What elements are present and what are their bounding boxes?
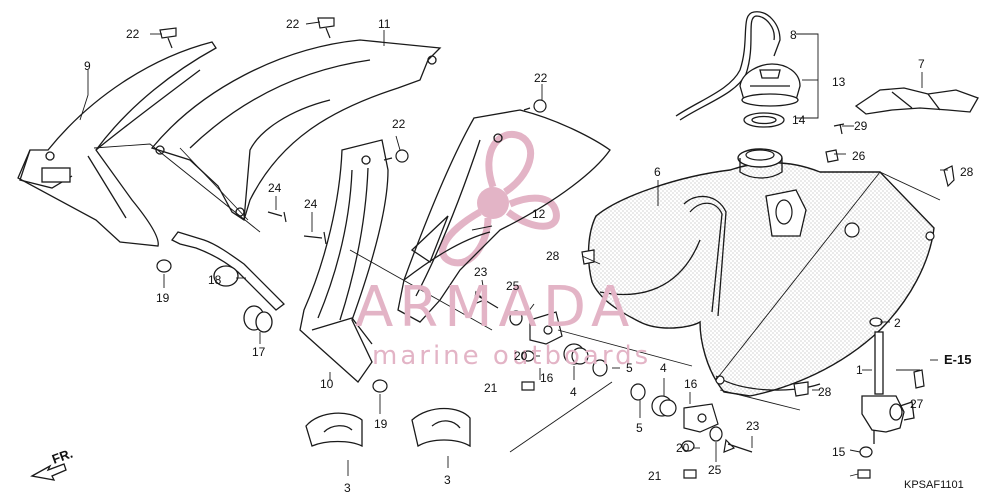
callout-13[interactable]: 13	[832, 75, 846, 89]
callout-22[interactable]: 22	[392, 117, 406, 131]
callout-20[interactable]: 20	[514, 349, 528, 363]
callout-20[interactable]: 20	[676, 441, 690, 455]
part-3-rubber-cushion-b[interactable]	[411, 407, 471, 448]
diagram-code: KPSAF1101	[904, 479, 964, 491]
callout-28[interactable]: 28	[546, 249, 560, 263]
front-direction-arrow: FR.	[30, 446, 75, 481]
callout-16[interactable]: 16	[684, 377, 698, 391]
leader-lines	[79, 21, 948, 479]
front-marker-label: FR.	[50, 446, 75, 467]
part-10-side-panel[interactable]	[299, 139, 389, 383]
part-12-shroud-inner[interactable]	[397, 109, 611, 323]
callout-23[interactable]: 23	[746, 419, 760, 433]
part-6-fuel-tank[interactable]	[587, 148, 935, 397]
callout-4[interactable]: 4	[570, 385, 577, 399]
callout-3[interactable]: 3	[344, 481, 351, 495]
callout-11[interactable]: 11	[378, 17, 391, 31]
callout-24[interactable]: 24	[268, 181, 282, 195]
fastener-small-parts[interactable]	[156, 17, 955, 479]
watermark-brand: ARMADA	[355, 275, 635, 340]
armada-propeller-logo	[439, 130, 560, 267]
callout-5[interactable]: 5	[626, 361, 633, 375]
callout-28[interactable]: 28	[960, 165, 974, 179]
callout-17[interactable]: 17	[252, 345, 266, 359]
callout-16[interactable]: 16	[540, 371, 554, 385]
callout-14[interactable]: 14	[792, 113, 806, 127]
part-3-rubber-cushion-a[interactable]	[305, 412, 363, 448]
callout-2[interactable]: 2	[894, 316, 901, 330]
callout-labels: 1 2 3 3 4 4 5 5 6 7 8 9 10 11 12 13 14 1…	[84, 17, 974, 495]
callout-21[interactable]: 21	[484, 381, 498, 395]
callout-1[interactable]: 1	[856, 363, 863, 377]
callout-26[interactable]: 26	[852, 149, 866, 163]
callout-21[interactable]: 21	[648, 469, 662, 483]
callout-25[interactable]: 25	[708, 463, 722, 477]
part-8-breather-tube[interactable]	[675, 11, 781, 121]
callout-18[interactable]: 18	[208, 273, 222, 287]
callout-8[interactable]: 8	[790, 28, 797, 42]
callout-29[interactable]: 29	[854, 119, 868, 133]
part-17-grommet[interactable]	[243, 305, 273, 333]
callout-6[interactable]: 6	[654, 165, 661, 179]
part-7-fuel-tank-strap[interactable]	[854, 87, 979, 115]
callout-4[interactable]: 4	[660, 361, 667, 375]
callout-3[interactable]: 3	[444, 473, 451, 487]
part-9-left-shroud[interactable]	[17, 41, 217, 247]
callout-27[interactable]: 27	[910, 397, 924, 411]
callout-23[interactable]: 23	[474, 265, 488, 279]
part-1-fuel-valve[interactable]	[861, 331, 915, 444]
callout-24[interactable]: 24	[304, 197, 318, 211]
callout-5[interactable]: 5	[636, 421, 643, 435]
callout-22[interactable]: 22	[126, 27, 140, 41]
callout-10[interactable]: 10	[320, 377, 334, 391]
callout-22[interactable]: 22	[534, 71, 548, 85]
callout-12[interactable]: 12	[532, 207, 546, 221]
callout-28[interactable]: 28	[818, 385, 832, 399]
part-18-tube[interactable]	[171, 231, 285, 311]
callout-15[interactable]: 15	[832, 445, 846, 459]
reference-link-e15[interactable]: E-15	[944, 352, 971, 367]
callout-7[interactable]: 7	[918, 57, 925, 71]
watermark-tagline: marine outboards	[372, 341, 651, 371]
callout-22[interactable]: 22	[286, 17, 300, 31]
part-13-fuel-cap[interactable]	[739, 63, 801, 107]
callout-9[interactable]: 9	[84, 59, 91, 73]
callout-19[interactable]: 19	[156, 291, 170, 305]
callout-19[interactable]: 19	[374, 417, 388, 431]
callout-25[interactable]: 25	[506, 279, 520, 293]
part-14-cap-gasket[interactable]	[743, 112, 785, 128]
